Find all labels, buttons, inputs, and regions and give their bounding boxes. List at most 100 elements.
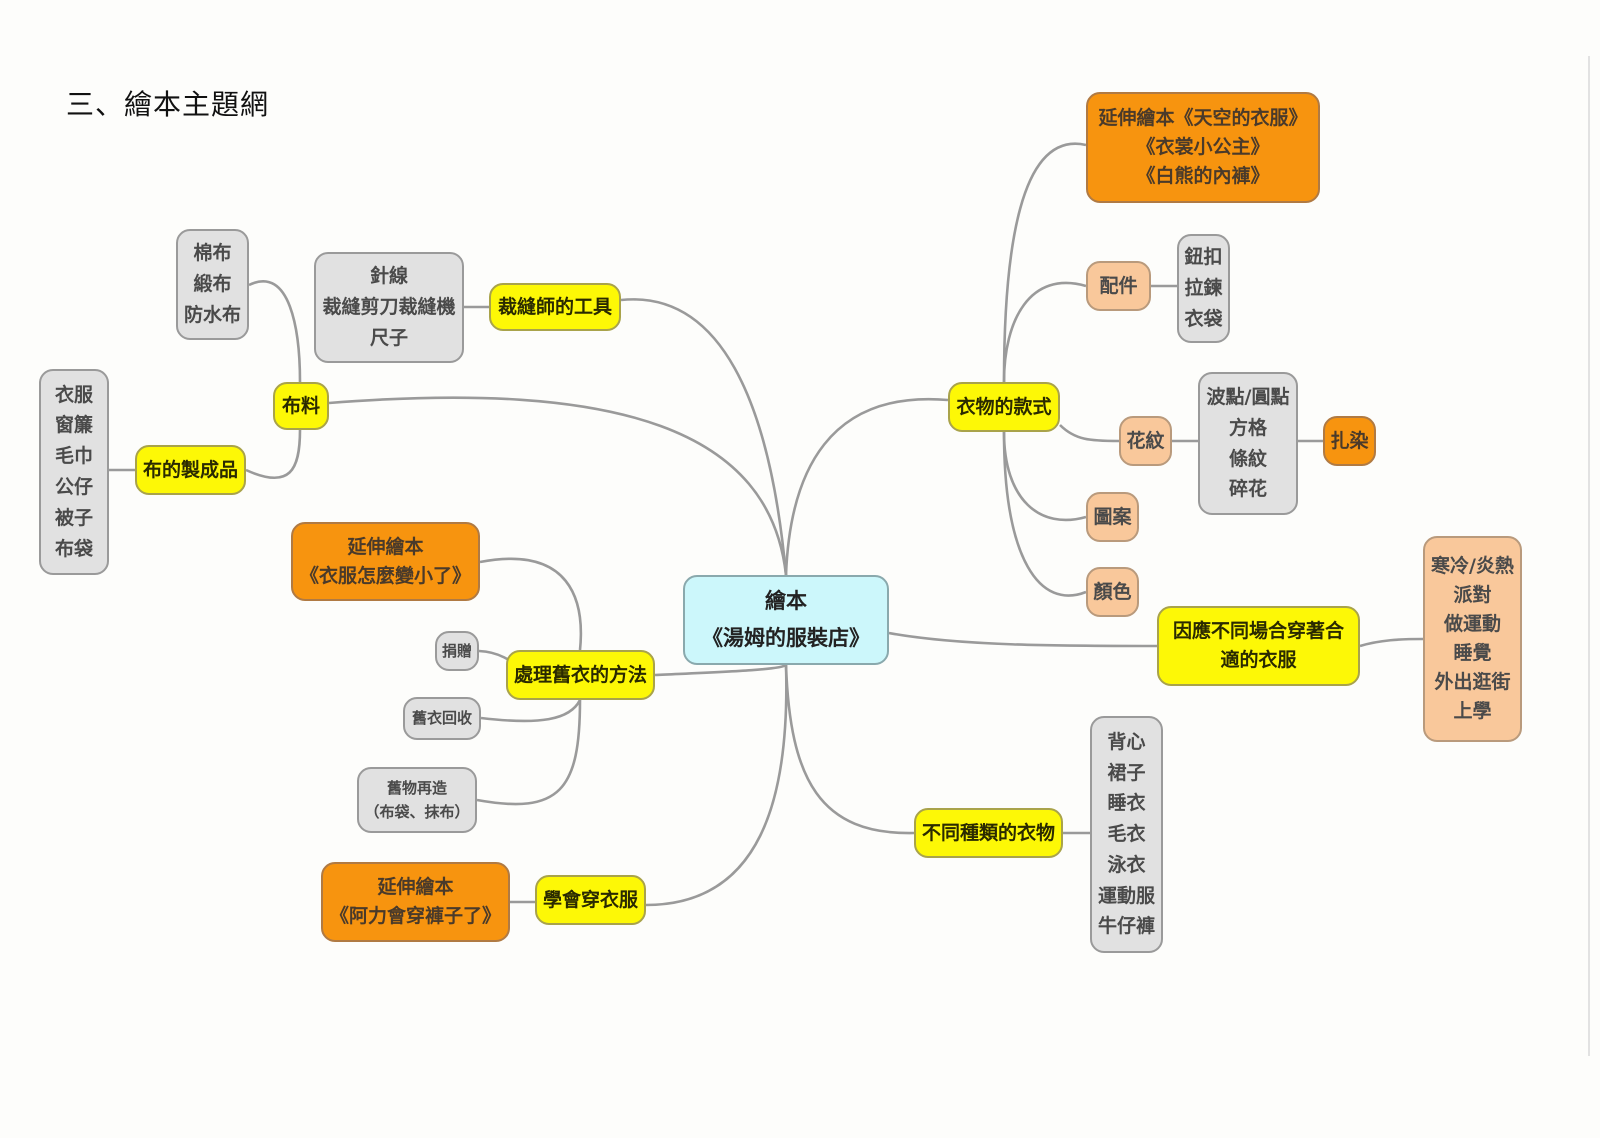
node-recycle[interactable]: 舊衣回收: [403, 697, 481, 740]
node-clothing-types[interactable]: 不同種類的衣物: [914, 808, 1063, 858]
node-reuse[interactable]: 舊物再造（布袋、抹布）: [357, 767, 477, 833]
node-text-line: 學會穿衣服: [542, 888, 638, 911]
node-text-line: 裙子: [1107, 761, 1146, 784]
node-text-line: 睡衣: [1107, 792, 1146, 815]
node-text-line: 外出逛街: [1434, 670, 1511, 693]
node-text-line: 《白熊的內褲》: [1136, 164, 1270, 187]
node-tailor-tools-items[interactable]: 針線裁縫剪刀裁縫機尺子: [314, 252, 464, 363]
node-text-line: 配件: [1099, 274, 1138, 297]
node-text-line: 延伸繪本: [377, 876, 454, 899]
node-text-line: 衣物的款式: [956, 395, 1052, 418]
link-old-clothes-to-reuse: [476, 699, 582, 806]
link-root-to-occasions: [888, 631, 1158, 648]
node-occasion-items[interactable]: 寒冷/炎熱派對做運動睡覺外出逛街上學: [1423, 536, 1522, 742]
node-book-clothes-smaller[interactable]: 延伸繪本《衣服怎麼變小了》: [291, 522, 480, 601]
node-clothing-types-items[interactable]: 背心裙子睡衣毛衣泳衣運動服牛仔褲: [1090, 716, 1163, 953]
node-patterns[interactable]: 花紋: [1119, 416, 1172, 466]
link-root-to-dressing: [645, 664, 788, 907]
link-styles-to-color: [1002, 431, 1087, 597]
page-edge: [1588, 56, 1590, 1056]
node-text-line: 窗簾: [54, 414, 93, 437]
link-styles-to-book-sky: [1002, 142, 1087, 383]
node-text-line: 捐贈: [441, 641, 472, 660]
link-root-to-types: [784, 664, 915, 835]
node-text-line: 牛仔褲: [1097, 915, 1155, 938]
node-text-line: 派對: [1453, 584, 1492, 607]
node-text-line: 處理舊衣的方法: [513, 663, 647, 686]
node-learn-dressing[interactable]: 學會穿衣服: [535, 875, 646, 925]
node-text-line: 延伸繪本《天空的衣服》: [1098, 107, 1308, 130]
node-text-line: 碎花: [1228, 478, 1267, 501]
root-node[interactable]: 繪本《湯姆的服裝店》: [683, 575, 889, 665]
node-color[interactable]: 顏色: [1086, 567, 1139, 617]
node-text-line: 《衣服怎麼變小了》: [299, 564, 471, 587]
node-text-line: 被子: [54, 506, 93, 529]
node-text-line: 《湯姆的服裝店》: [702, 626, 870, 650]
node-text-line: 《阿力會穿褲子了》: [329, 905, 501, 927]
node-text-line: 不同種類的衣物: [921, 821, 1055, 844]
link-root-to-tools: [620, 298, 788, 576]
node-text-line: 布袋: [54, 537, 93, 560]
node-text-line: 布料: [281, 394, 320, 417]
node-text-line: 公仔: [54, 476, 93, 498]
node-text-line: 布的製成品: [142, 458, 238, 481]
link-root-to-styles: [784, 397, 949, 576]
node-text-line: 尺子: [369, 326, 408, 349]
node-book-ali-pants[interactable]: 延伸繪本《阿力會穿褲子了》: [321, 862, 510, 942]
node-fabric-products[interactable]: 布的製成品: [135, 445, 246, 495]
node-fabric[interactable]: 布料: [273, 382, 329, 430]
node-text-line: 毛巾: [54, 445, 93, 468]
node-text-line: 裁縫師的工具: [497, 295, 612, 318]
node-text-line: 運動服: [1097, 884, 1155, 907]
node-text-line: 方格: [1228, 416, 1267, 439]
node-text-line: 緞布: [193, 273, 232, 296]
link-fabric-to-fabric-types: [248, 280, 302, 383]
node-old-clothes-methods[interactable]: 處理舊衣的方法: [506, 650, 655, 700]
node-text-line: 針線: [369, 265, 408, 288]
node-tailor-tools[interactable]: 裁縫師的工具: [489, 283, 621, 331]
node-book-sky-clothes[interactable]: 延伸繪本《天空的衣服》《衣裳小公主》《白熊的內褲》: [1086, 92, 1320, 203]
node-text-line: 衣袋: [1184, 307, 1223, 330]
link-styles-to-prints: [1002, 431, 1087, 522]
link-styles-to-accessories: [1002, 281, 1087, 383]
node-clothing-styles[interactable]: 衣物的款式: [948, 382, 1060, 432]
node-text-line: 延伸繪本: [347, 535, 424, 558]
node-text-line: 衣服: [54, 383, 93, 406]
node-accessories-items[interactable]: 鈕扣拉鍊衣袋: [1177, 234, 1230, 343]
node-text-line: （布袋、抹布）: [364, 803, 470, 821]
node-tie-dye[interactable]: 扎染: [1323, 416, 1376, 466]
node-text-line: 棉布: [193, 242, 232, 265]
link-occasions-to-occasions-items: [1359, 637, 1424, 648]
link-root-to-fabric: [328, 396, 788, 576]
node-text-line: 鈕扣: [1184, 246, 1223, 269]
node-text-line: 圖案: [1093, 505, 1132, 528]
node-text-line: 花紋: [1126, 429, 1165, 452]
link-old-clothes-to-recycle: [480, 699, 582, 723]
page-title: 三、繪本主題網: [66, 88, 270, 121]
node-text-line: 背心: [1107, 730, 1146, 753]
node-text-line: 做運動: [1443, 613, 1501, 636]
node-text-line: 泳衣: [1107, 853, 1146, 876]
node-text-line: 波點/圓點: [1206, 385, 1290, 408]
node-text-line: 寒冷/炎熱: [1431, 555, 1514, 578]
node-text-line: 防水布: [183, 303, 241, 326]
link-fabric-to-fabric-products: [245, 429, 302, 480]
node-text-line: 繪本: [765, 589, 807, 614]
node-occasion-clothing[interactable]: 因應不同場合穿著合適的衣服: [1157, 606, 1360, 686]
node-text-line: 睡覺: [1453, 642, 1492, 664]
node-text-line: 顏色: [1093, 580, 1132, 603]
node-text-line: 《衣裳小公主》: [1136, 136, 1270, 159]
node-prints[interactable]: 圖案: [1086, 492, 1139, 542]
node-text-line: 裁縫剪刀裁縫機: [322, 296, 456, 319]
node-text-line: 毛衣: [1107, 823, 1146, 846]
node-fabric-products-items[interactable]: 衣服窗簾毛巾公仔被子布袋: [39, 369, 109, 575]
node-accessories[interactable]: 配件: [1086, 261, 1151, 311]
node-text-line: 拉鍊: [1184, 277, 1223, 300]
link-styles-to-patterns: [1059, 424, 1120, 443]
node-text-line: 舊衣回收: [411, 709, 472, 728]
node-patterns-items[interactable]: 波點/圓點方格條紋碎花: [1198, 372, 1298, 515]
node-fabric-types[interactable]: 棉布緞布防水布: [176, 229, 249, 340]
node-donate[interactable]: 捐贈: [435, 631, 479, 671]
link-old-clothes-to-book-smaller: [479, 557, 583, 651]
